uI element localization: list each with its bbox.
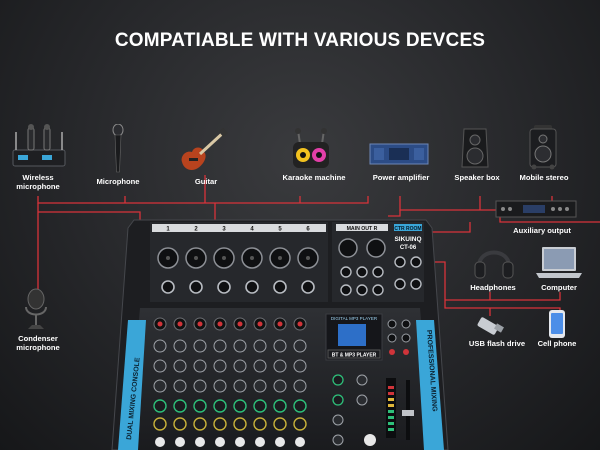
speaker-box-label: Speaker box bbox=[454, 173, 500, 182]
main-out-xlr bbox=[338, 238, 358, 258]
speaker-box-icon bbox=[461, 128, 489, 168]
wireless-microphone-label-line1: Wireless bbox=[22, 173, 54, 182]
channel-number: 5 bbox=[278, 227, 282, 233]
player-label: BT & MP3 PLAYER bbox=[332, 353, 377, 359]
line-jack bbox=[189, 280, 203, 294]
wire-top-bus bbox=[37, 175, 369, 204]
xlr-inputs bbox=[157, 247, 319, 269]
karaoke-speaker-icon bbox=[293, 128, 329, 168]
condenser-microphone-label-line2: microphone bbox=[16, 343, 60, 352]
electric-guitar-icon bbox=[181, 128, 228, 170]
wireless-microphone-label-line2: microphone bbox=[16, 182, 60, 191]
handheld-mic-icon bbox=[112, 124, 124, 173]
microphone-label: Microphone bbox=[96, 177, 140, 186]
line-jack bbox=[161, 280, 175, 294]
condenser-microphone-label-line1: Condenser bbox=[18, 334, 58, 343]
main-out-xlr bbox=[366, 238, 386, 258]
usb-drive-icon bbox=[477, 317, 504, 335]
right-side-stripe bbox=[416, 320, 444, 450]
rack-unit-icon bbox=[495, 200, 577, 218]
power-amplifier-icon bbox=[369, 143, 429, 165]
laptop-icon bbox=[536, 247, 582, 278]
wire-right-bus bbox=[422, 261, 561, 316]
channel-number: 3 bbox=[222, 227, 226, 233]
channel-number: 6 bbox=[306, 227, 310, 233]
main-out-label: MAIN OUT R bbox=[347, 226, 378, 232]
condenser-mic-icon bbox=[25, 288, 47, 329]
brand-label: SIKUINQ bbox=[394, 236, 421, 243]
power-amplifier-label: Power amplifier bbox=[372, 173, 430, 182]
line-jack bbox=[217, 280, 231, 294]
wireless-microphone-label: Wireless microphone bbox=[4, 173, 72, 191]
channel-knobs bbox=[153, 317, 307, 447]
line-inputs bbox=[161, 280, 315, 294]
wireless-mic-receiver-icon bbox=[12, 124, 66, 167]
headline: COMPATIABLE WITH VARIOUS DEVCES bbox=[114, 30, 486, 51]
auxiliary-output-label: Auxiliary output bbox=[513, 226, 571, 235]
left-side-stripe bbox=[118, 320, 146, 450]
line-jack bbox=[245, 280, 259, 294]
model-label: CT-06 bbox=[400, 245, 417, 251]
channel-number: 1 bbox=[166, 227, 170, 233]
headphones-icon bbox=[474, 250, 514, 279]
cell-phone-label: Cell phone bbox=[537, 339, 577, 348]
condenser-microphone-label: Condenser microphone bbox=[6, 334, 70, 352]
line-jack bbox=[273, 280, 287, 294]
usb-flash-drive-label: USB flash drive bbox=[468, 339, 526, 348]
mp3-label: DIGITAL MP3 PLAYER bbox=[331, 316, 378, 321]
lcd-display bbox=[338, 324, 366, 346]
mobile-stereo-icon bbox=[529, 125, 557, 170]
headphones-label: Headphones bbox=[470, 283, 516, 292]
phone-icon bbox=[549, 310, 565, 338]
channel-number: 4 bbox=[250, 227, 254, 233]
mobile-stereo-label: Mobile stereo bbox=[519, 173, 569, 182]
level-meter bbox=[386, 378, 396, 438]
line-jack bbox=[301, 280, 315, 294]
guitar-label: Guitar bbox=[194, 177, 218, 186]
karaoke-machine-label: Karaoke machine bbox=[282, 173, 346, 182]
channel-number: 2 bbox=[194, 227, 198, 233]
computer-label: Computer bbox=[541, 283, 577, 292]
ctr-room-label: CTR ROOM bbox=[394, 226, 421, 232]
